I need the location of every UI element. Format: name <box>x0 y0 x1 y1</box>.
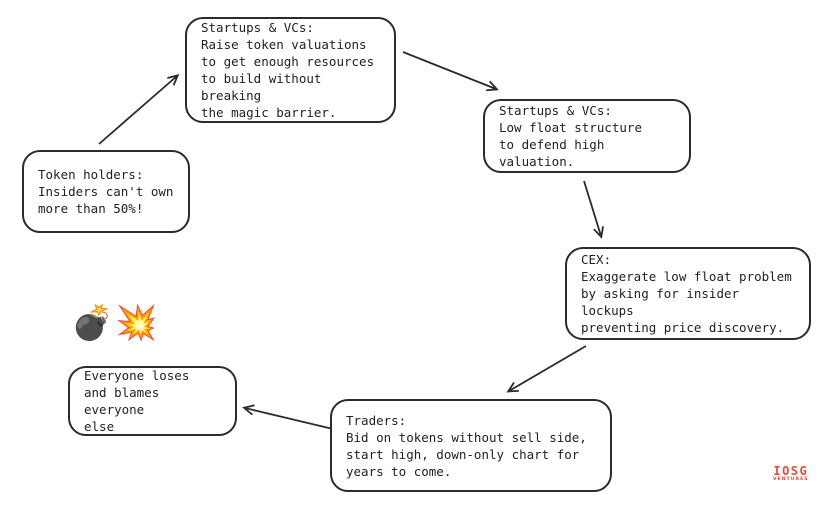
node-cex-text: CEX: Exaggerate low float problem by ask… <box>581 252 792 335</box>
iosg-ventures-logo: IOSG VENTURES <box>773 465 809 483</box>
bomb-explosion-icon: 💣💥 <box>71 303 160 343</box>
iosg-logo-text: IOSG <box>773 464 809 478</box>
arrow-token-holders-to-startups-raise <box>98 74 180 145</box>
arrow-low-float-to-cex <box>583 180 604 239</box>
node-traders: Traders: Bid on tokens without sell side… <box>330 399 612 492</box>
ventures-logo-text: VENTURES <box>773 477 809 482</box>
arrow-traders-to-everyone-loses <box>242 404 334 430</box>
node-everyone-loses-text: Everyone loses and blames everyone else <box>84 368 190 434</box>
node-cex: CEX: Exaggerate low float problem by ask… <box>565 247 811 340</box>
arrow-startups-raise-to-low-float <box>402 51 499 92</box>
node-everyone-loses: Everyone loses and blames everyone else <box>68 366 237 436</box>
node-token-holders-text: Token holders: Insiders can't own more t… <box>38 167 174 216</box>
arrow-cex-to-traders <box>506 345 587 393</box>
node-startups-low-float: Startups & VCs: Low float structure to d… <box>483 99 691 173</box>
node-traders-text: Traders: Bid on tokens without sell side… <box>346 412 587 479</box>
node-startups-raise-valuations: Startups & VCs: Raise token valuations t… <box>185 17 396 123</box>
node-startups-low-float-text: Startups & VCs: Low float structure to d… <box>499 103 642 169</box>
node-token-holders: Token holders: Insiders can't own more t… <box>22 150 190 233</box>
node-startups-raise-valuations-text: Startups & VCs: Raise token valuations t… <box>201 20 375 120</box>
